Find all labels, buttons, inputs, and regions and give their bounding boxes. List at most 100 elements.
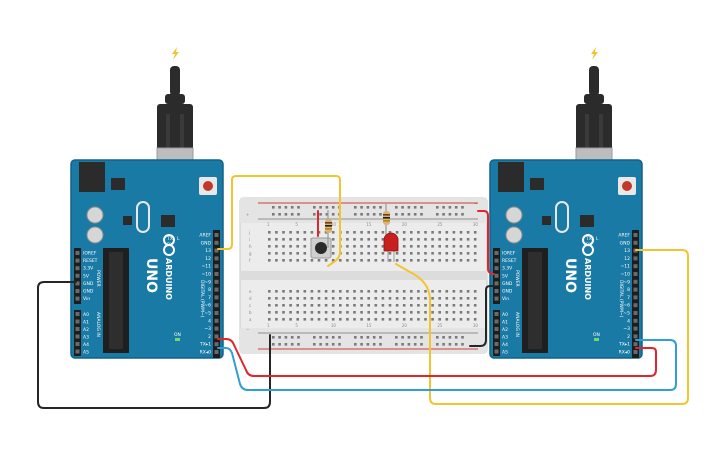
breadboard-hole[interactable] bbox=[275, 290, 278, 293]
breadboard-hole[interactable] bbox=[367, 311, 370, 314]
breadboard-hole[interactable] bbox=[317, 311, 321, 314]
rail-hole[interactable] bbox=[319, 213, 322, 216]
pushbutton[interactable] bbox=[310, 237, 332, 259]
rail-hole[interactable] bbox=[278, 343, 281, 346]
breadboard-hole[interactable] bbox=[395, 297, 399, 300]
rail-hole[interactable] bbox=[420, 206, 423, 209]
rail-hole[interactable] bbox=[407, 336, 411, 339]
breadboard-hole[interactable] bbox=[438, 311, 441, 314]
breadboard-hole[interactable] bbox=[331, 238, 335, 241]
rail-hole[interactable] bbox=[272, 343, 275, 346]
breadboard-hole[interactable] bbox=[452, 311, 456, 314]
breadboard-hole[interactable] bbox=[360, 259, 363, 262]
rail-hole[interactable] bbox=[284, 206, 288, 209]
digital-header-right[interactable]: AREFGND1312~11~10~987~6~54~32TX▸1RX◂0DIG… bbox=[585, 230, 639, 358]
breadboard-hole[interactable] bbox=[346, 231, 349, 234]
breadboard-hole[interactable] bbox=[445, 304, 449, 307]
header-pin[interactable] bbox=[633, 334, 638, 339]
breadboard-hole[interactable] bbox=[353, 245, 356, 248]
header-pin[interactable] bbox=[494, 327, 499, 331]
header-pin[interactable] bbox=[494, 289, 499, 293]
breadboard-hole[interactable] bbox=[417, 252, 420, 255]
breadboard-hole[interactable] bbox=[381, 238, 385, 241]
breadboard-hole[interactable] bbox=[459, 290, 463, 293]
breadboard-hole[interactable] bbox=[324, 318, 328, 321]
header-pin[interactable] bbox=[75, 251, 80, 255]
header-pin[interactable] bbox=[494, 334, 499, 339]
breadboard-hole[interactable] bbox=[402, 245, 406, 248]
rail-hole[interactable] bbox=[366, 206, 370, 209]
header-pin[interactable] bbox=[633, 233, 638, 237]
header-pin[interactable] bbox=[633, 264, 638, 269]
breadboard-hole[interactable] bbox=[331, 311, 335, 314]
header-pin[interactable] bbox=[633, 342, 638, 347]
breadboard-hole[interactable] bbox=[353, 238, 356, 241]
rail-hole[interactable] bbox=[313, 343, 316, 346]
rail-hole[interactable] bbox=[366, 213, 370, 216]
rail-hole[interactable] bbox=[297, 336, 300, 339]
breadboard-hole[interactable] bbox=[346, 238, 349, 241]
rail-hole[interactable] bbox=[297, 206, 300, 209]
breadboard-hole[interactable] bbox=[289, 290, 292, 293]
breadboard-hole[interactable] bbox=[452, 318, 456, 321]
breadboard-hole[interactable] bbox=[452, 297, 456, 300]
breadboard-hole[interactable] bbox=[388, 297, 392, 300]
breadboard-hole[interactable] bbox=[289, 245, 292, 248]
rail-hole[interactable] bbox=[354, 343, 357, 346]
breadboard-hole[interactable] bbox=[388, 304, 392, 307]
breadboard-hole[interactable] bbox=[445, 245, 449, 248]
breadboard-hole[interactable] bbox=[466, 297, 470, 300]
breadboard-hole[interactable] bbox=[339, 318, 342, 321]
breadboard-hole[interactable] bbox=[473, 290, 477, 293]
breadboard-hole[interactable] bbox=[381, 231, 385, 234]
breadboard-hole[interactable] bbox=[310, 318, 314, 321]
header-pin[interactable] bbox=[633, 279, 638, 284]
header-pin[interactable] bbox=[633, 326, 638, 331]
rail-hole[interactable] bbox=[448, 206, 452, 209]
breadboard-hole[interactable] bbox=[459, 231, 463, 234]
breadboard-hole[interactable] bbox=[431, 238, 434, 241]
breadboard-hole[interactable] bbox=[395, 231, 399, 234]
breadboard-hole[interactable] bbox=[452, 238, 456, 241]
rail-hole[interactable] bbox=[284, 213, 288, 216]
breadboard-hole[interactable] bbox=[339, 304, 342, 307]
rail-hole[interactable] bbox=[379, 206, 382, 209]
reset-button-cap-left[interactable] bbox=[203, 181, 213, 191]
breadboard-hole[interactable] bbox=[346, 290, 349, 293]
rail-hole[interactable] bbox=[325, 336, 329, 339]
header-pin[interactable] bbox=[214, 272, 219, 276]
breadboard-hole[interactable] bbox=[438, 318, 441, 321]
breadboard-hole[interactable] bbox=[353, 252, 356, 255]
breadboard-hole[interactable] bbox=[424, 252, 427, 255]
breadboard-hole[interactable] bbox=[438, 238, 441, 241]
breadboard-hole[interactable] bbox=[296, 297, 299, 300]
breadboard-hole[interactable] bbox=[381, 252, 385, 255]
header-pin[interactable] bbox=[75, 289, 80, 293]
rail-hole[interactable] bbox=[313, 213, 316, 216]
breadboard-hole[interactable] bbox=[310, 304, 314, 307]
breadboard-hole[interactable] bbox=[339, 259, 342, 262]
breadboard-hole[interactable] bbox=[438, 252, 441, 255]
breadboard-hole[interactable] bbox=[275, 245, 278, 248]
rail-hole[interactable] bbox=[354, 213, 357, 216]
rail-hole[interactable] bbox=[448, 336, 452, 339]
breadboard-hole[interactable] bbox=[303, 231, 307, 234]
header-pin[interactable] bbox=[633, 272, 638, 276]
breadboard-hole[interactable] bbox=[324, 290, 328, 293]
breadboard-hole[interactable] bbox=[417, 259, 420, 262]
breadboard-hole[interactable] bbox=[374, 297, 378, 300]
breadboard-hole[interactable] bbox=[395, 304, 399, 307]
rail-hole[interactable] bbox=[313, 206, 316, 209]
rail-hole[interactable] bbox=[461, 206, 464, 209]
breadboard-hole[interactable] bbox=[395, 311, 399, 314]
breadboard-hole[interactable] bbox=[381, 290, 385, 293]
rail-hole[interactable] bbox=[325, 343, 329, 346]
breadboard-hole[interactable] bbox=[317, 304, 321, 307]
breadboard-hole[interactable] bbox=[431, 304, 434, 307]
breadboard-hole[interactable] bbox=[296, 252, 299, 255]
breadboard-hole[interactable] bbox=[303, 252, 307, 255]
breadboard-hole[interactable] bbox=[303, 290, 307, 293]
breadboard-hole[interactable] bbox=[275, 304, 278, 307]
